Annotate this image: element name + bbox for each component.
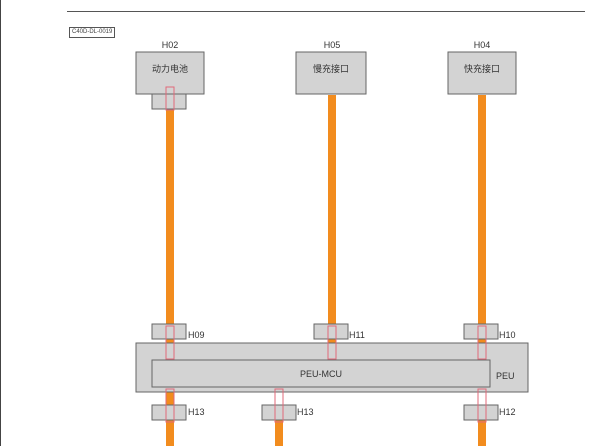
peu-mcu-label: PEU-MCU bbox=[300, 369, 342, 379]
wire-peu-bottom-mid bbox=[275, 405, 283, 446]
connector-top-left[interactable]: H09 bbox=[151, 323, 205, 360]
wire-peu-bottom-right bbox=[478, 405, 486, 446]
connector-top-mid-label: H11 bbox=[349, 330, 365, 340]
peu-mcu-module[interactable]: PEU-MCU bbox=[151, 359, 491, 388]
battery-code: H02 bbox=[162, 40, 179, 50]
document-code: C40D-DL-0019 bbox=[69, 27, 116, 38]
battery-connector[interactable] bbox=[151, 86, 187, 111]
connector-top-right-label: H10 bbox=[499, 330, 516, 340]
wire-fast-charge-peu bbox=[478, 95, 486, 345]
wire-slow-charge-peu bbox=[328, 95, 336, 345]
slow-charge-code: H05 bbox=[324, 40, 341, 50]
slow-charge-port-component[interactable]: H05 慢充接口 bbox=[295, 40, 367, 95]
connector-bottom-mid[interactable]: H13 bbox=[261, 388, 314, 423]
connector-top-left-label: H09 bbox=[188, 330, 205, 340]
wire-battery-peu bbox=[166, 95, 174, 446]
connector-bottom-right-label: H12 bbox=[499, 407, 516, 417]
connector-bottom-right[interactable]: H12 bbox=[463, 388, 516, 423]
left-border-line bbox=[0, 0, 1, 446]
connector-bottom-mid-label: H13 bbox=[297, 407, 314, 417]
fast-charge-port-component[interactable]: H04 快充接口 bbox=[447, 40, 517, 95]
connector-bottom-left[interactable]: H13 bbox=[151, 388, 205, 423]
fast-charge-code: H04 bbox=[474, 40, 491, 50]
wire-peu-bottom-left bbox=[166, 405, 174, 446]
connector-top-right[interactable]: H10 bbox=[463, 323, 516, 360]
fast-charge-name: 快充接口 bbox=[464, 63, 500, 74]
battery-component[interactable]: H02 动力电池 bbox=[135, 40, 205, 95]
header-rule bbox=[67, 11, 585, 12]
battery-name: 动力电池 bbox=[152, 63, 188, 74]
peu-label: PEU bbox=[496, 371, 515, 381]
connector-bottom-left-label: H13 bbox=[188, 407, 205, 417]
connector-top-mid[interactable]: H11 bbox=[313, 323, 365, 360]
slow-charge-name: 慢充接口 bbox=[313, 63, 349, 74]
